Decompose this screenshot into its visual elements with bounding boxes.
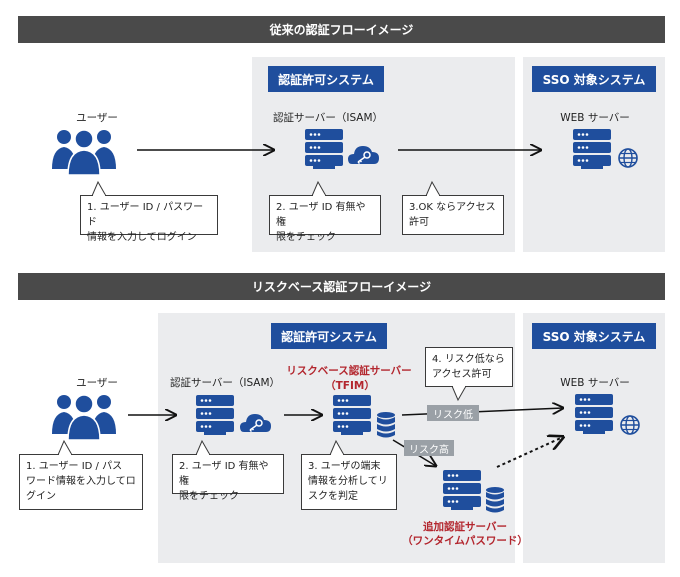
tfim-label-sub: （TFIM） (325, 380, 375, 392)
note-step1: 1. ユーザー ID / パス ワード情報を入力してロ グイン (19, 454, 143, 510)
auth-system-tag: 認証許可システム (271, 323, 387, 349)
section2-title: リスクベース認証フローイメージ (18, 273, 665, 300)
auth-system-tag: 認証許可システム (268, 66, 384, 92)
sso-system-tag: SSO 対象システム (532, 323, 656, 349)
note-step3: 3. ユーザの端末 情報を分析してリ スクを判定 (301, 454, 397, 510)
user-label: ユーザー (76, 377, 118, 389)
note-step1: 1. ユーザー ID / パスワード 情報を入力してログイン (80, 195, 218, 243)
isam-label: 認証サーバー（ISAM） (169, 377, 281, 389)
risk-low-badge: リスク低 (427, 405, 479, 421)
web-server-label: WEB サーバー (560, 112, 630, 124)
note-step3: 3.OK ならアクセス 許可 (402, 195, 504, 235)
risk-high-badge: リスク高 (404, 440, 454, 456)
tfim-label: リスクベース認証サーバー (286, 365, 412, 377)
sso-system-tag: SSO 対象システム (532, 66, 656, 92)
web-server-label: WEB サーバー (560, 377, 630, 389)
extra-auth-label: 追加認証サーバー (423, 521, 507, 533)
note-step2: 2. ユーザ ID 有無や権 限をチェック (269, 195, 381, 243)
extra-auth-label-sub: （ワンタイムパスワード） (402, 535, 528, 547)
section1-title: 従来の認証フローイメージ (18, 16, 665, 43)
note-step4: 4. リスク低なら アクセス許可 (425, 347, 513, 387)
user-label: ユーザー (76, 112, 118, 124)
note-step2: 2. ユーザ ID 有無や権 限をチェック (172, 454, 284, 502)
isam-label: 認証サーバー（ISAM） (272, 112, 384, 124)
